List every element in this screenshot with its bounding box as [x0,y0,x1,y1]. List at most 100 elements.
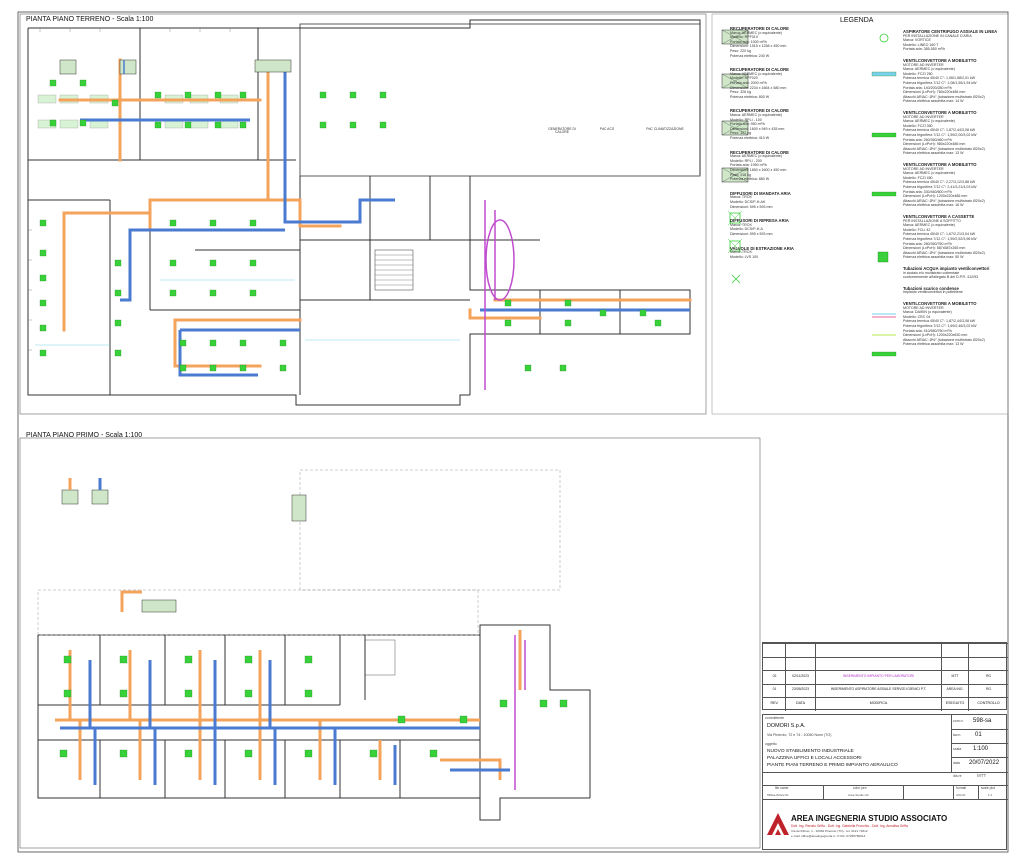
diffuser-unit [397,715,406,724]
legend-entry-line: Modello: LVS 100 [730,254,759,259]
studio-email: e-mail: office@areaingegneria.it - P.IVA… [791,834,866,838]
first-floor-title: PIANTA PIANO PRIMO - Scala 1:100 [26,432,143,439]
title-block: committente DOMORI S.p.A. Via Pinerolo, … [762,714,1008,850]
extract-valve-icon [731,274,741,284]
ground-diffusers [39,79,662,372]
comm-label: com.n. [953,719,964,723]
legend-entry-line: Modello: RPLI - 100 [730,117,762,122]
diffuser-unit [304,689,313,698]
legend-entry-title: DIFFUSORI DI RIPRESA ARIA [730,218,789,224]
legend-entry-title: RECUPERATORE DI CALORE [730,108,789,114]
legend-entry-line: conformemente all'allegato B del D.P.R. … [903,275,979,280]
legend-entry-line: Modello: FCZI 250 [903,71,933,76]
diffuser-unit [119,689,128,698]
legend-entry-line: Dimensioni: 1915 x 1258 x 450 mm [730,44,787,49]
legend-entry-line: Portata aria: 260/360/460 m³/h [903,137,952,142]
legend-entry-title: RECUPERATORE DI CALORE [730,26,789,31]
revision-header-rev: REV. [770,700,779,705]
legend-entry-line: Potenza frigorifera 7/12 C°: 1,08/1,55/1… [903,81,977,85]
legend-entry-line: Dimensioni (LxPxH): 780x220x486 mm [903,90,966,95]
legend-entry-title: Tubazioni ACQUA impianto ventilconvettor… [903,266,990,271]
legend-entry-line: Attacchi ARIAC: Ø½" (tubazione multistra… [903,94,985,99]
diffuser-unit [559,364,567,372]
studio-partners: Dott. Ing. Renato Griffa - Dott. Ing. Ga… [791,824,908,828]
legend-entry-line: Peso: 127 kg [730,131,751,136]
diffuser-unit [379,121,387,129]
diffuser-unit [39,219,47,227]
ground-return-ducts [80,62,690,377]
diffuser-unit [279,339,287,347]
diffuser-unit [319,91,327,99]
legend-symbols [721,29,897,357]
legend-entry-line: Marca: TROX [730,250,752,255]
legend-entry-line: Dimensioni (LxPxH): 587x587x265 mm [903,246,966,251]
diffuser-unit [39,299,47,307]
legend-entry-line: Marca: TROX [730,222,752,227]
legend-entry-line: Impianto ventilconvettori in polietilene [903,290,963,295]
studio-name: AREA INGEGNERIA STUDIO ASSOCIATO [791,814,948,823]
legend-entry-line: Modello: DCS/P-H-A [730,227,763,232]
legend-entry-line: Peso: 220 kg [730,49,751,53]
diffuser-unit [169,219,177,227]
legend-entry-line: Potenza frigorifera 7/12 C°: 1,69/2,46/3… [903,324,977,328]
legend-entry-line: MOTORE AD INVERTER [903,305,944,310]
oggetto-line3: PIANTE PIANI TERRENO E PRIMO IMPIANTO AE… [767,763,898,768]
studio-logo-icon [767,813,789,835]
legend-entry-line: Potenza elettrica assorbita max: 14 W [903,99,964,104]
diffuser-unit [169,289,177,297]
legend-entry-title: VENTILCONVETTORE A MOBILETTO [903,301,977,306]
diffuser-unit [209,289,217,297]
diffuser-unit [184,749,193,758]
legend-entry-title: VENTILCONVETTORE A MOBILETTO [903,58,977,63]
tav-value: 01 [975,732,982,738]
diffuser-unit [119,749,128,758]
diffuser-unit [114,289,122,297]
legend-entry-line: Marca: AERMEC (o equivalente) [730,71,782,76]
diffuser-unit [239,121,247,129]
diffuser-unit [349,91,357,99]
diffuser-unit [79,119,87,127]
legend-entry-line: Marca: TROX [730,195,752,200]
diffuser-unit [79,79,87,87]
legend-entry-line: Dimensioni (LxPxH): 1200x220x630 mm [903,333,968,338]
tav-label: tav.n. [953,733,962,737]
revision-cell-ctrl: RG [985,673,992,678]
diffuser-unit [499,699,508,708]
cassette-fan-coil-icon [877,251,889,263]
diffuser-unit [209,339,217,347]
diffuser-unit [49,119,57,127]
ground-floor-walls [27,19,701,406]
legend-entry-line: Marca: AERMEC (o equivalente) [903,171,955,176]
legend-entry-line: Potenza elettrica assorbita max: 16 W [903,203,964,208]
legend-entry-title: VENTILCONVETTORE A MOBILETTO [903,162,977,167]
diffuser-unit [114,349,122,357]
legend-entry-line: Portata aria: 950 m³/h [730,122,765,127]
diffuser-unit [379,91,387,99]
oggetto-line1: NUOVO STABILIMENTO INDUSTRIALE [767,749,854,754]
diffuser-unit [209,259,217,267]
revision-cell-desc: INSERIMENTO IMPIANTO PER LABORATORI [842,673,915,678]
ground-floor-frame [19,13,707,415]
scaleplot-label: scale plot [981,786,995,790]
legend-entry-line: Potenza elettrica: 800 W [730,94,770,99]
file-value: 598sa-IM-EV-01 [767,793,789,797]
legend-entry-line: Peso: 326 kg [730,90,751,95]
legend-entry-line: Portata aria: 330/460/600 m³/h [903,189,952,194]
diffuser-unit [654,319,662,327]
diffuser-unit [179,364,187,372]
legend-entry-line: Portata aria: 280/360/760 m³/h [903,241,952,246]
legend-entry-line: Dimensioni: 595 x 593 mm [730,204,773,209]
legend-entry-line: Dimensioni: 1600 x 949 x 435 mm [730,126,785,131]
colorpen-value: Area-Studio.ctb [848,793,869,797]
formati-value: A0x1/0 [956,793,966,797]
legend-entry-line: Potenza elettrica assorbita max: 13 W [903,342,964,347]
legend-entry-line: Potenza elettrica: 880 W [730,177,770,182]
legend-entry-line: PER INSTALLAZIONE A SOFFITTO [903,218,961,223]
diffuser-unit [184,121,192,129]
data-value: 20/07/2022 [969,760,1000,766]
diffuser-unit [114,319,122,327]
diffuser-unit [119,655,128,664]
legend-entry-line: Potenza termica 45/40 C°: 1,87/2,44/3,08… [903,128,976,133]
